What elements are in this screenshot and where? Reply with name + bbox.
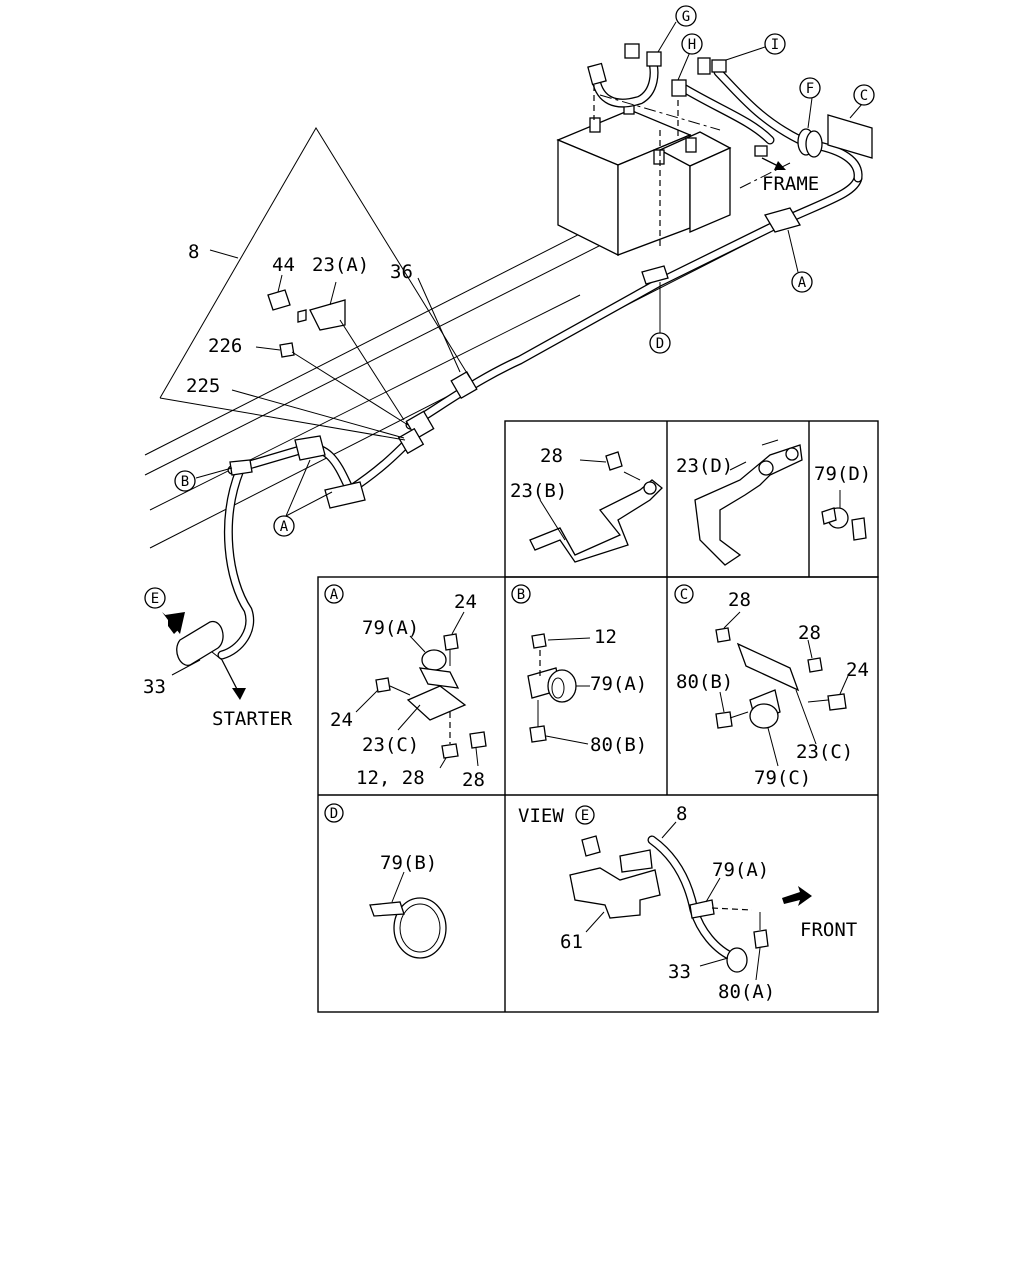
label-23b-part-23b: 23(B)	[510, 480, 567, 502]
label-79d: 79(D)	[814, 463, 871, 485]
svg-text:G: G	[682, 9, 690, 25]
label-b-part-12: 12	[594, 626, 617, 648]
cable-terminals	[587, 43, 873, 250]
bracket-23a	[267, 289, 346, 358]
label-23d: 23(D)	[676, 455, 733, 477]
callout-c: C	[853, 84, 875, 106]
label-e-part-8: 8	[676, 803, 687, 825]
label-e-part-79a: 79(A)	[712, 859, 769, 881]
label-part-8: 8	[188, 241, 199, 263]
label-part-23a: 23(A)	[312, 254, 369, 276]
label-b-part-79a: 79(A)	[590, 673, 647, 695]
leader-triangle-8	[159, 127, 471, 441]
panel-b: B 12 79(A) 80(B)	[511, 584, 647, 756]
svg-text:C: C	[860, 88, 868, 104]
callout-i: I	[764, 33, 786, 55]
callout-g: G	[675, 5, 697, 27]
label-d-part-79b: 79(B)	[380, 852, 437, 874]
label-e-part-80a: 80(A)	[718, 981, 775, 1003]
callout-b-main: B	[174, 470, 196, 492]
svg-text:D: D	[656, 336, 664, 352]
label-a-part-12-28: 12, 28	[356, 767, 425, 789]
label-a-part-24-left: 24	[330, 709, 353, 731]
panel-d-letter: D	[330, 806, 338, 822]
label-part-226: 226	[208, 335, 242, 357]
frame-clamps	[229, 207, 801, 509]
svg-text:E: E	[151, 591, 159, 607]
view-e-arrow	[162, 612, 185, 634]
label-starter: STARTER	[212, 708, 293, 730]
frame-arrow	[761, 157, 786, 170]
label-a-part-24-top: 24	[454, 591, 477, 613]
label-c-part-79c: 79(C)	[754, 767, 811, 789]
label-a-part-79a: 79(A)	[362, 617, 419, 639]
panel-23d: 23(D)	[676, 439, 803, 566]
label-b-part-80b: 80(B)	[590, 734, 647, 756]
label-part-44: 44	[272, 254, 295, 276]
label-part-225: 225	[186, 375, 220, 397]
callout-a-main: A	[273, 515, 295, 537]
callout-a-top: A	[791, 271, 813, 293]
label-part-33-main: 33	[143, 676, 166, 698]
svg-text:B: B	[181, 474, 189, 490]
callout-e-main: E	[144, 587, 166, 609]
label-c-part-28-top: 28	[728, 589, 751, 611]
callout-f: F	[799, 77, 821, 99]
svg-text:F: F	[806, 81, 814, 97]
label-part-36: 36	[390, 261, 413, 283]
panel-79d: 79(D)	[814, 463, 871, 541]
panel-d: D 79(B)	[324, 803, 447, 959]
panel-23b: 28 23(B)	[510, 445, 663, 563]
svg-text:I: I	[771, 37, 779, 53]
label-23b-part-28: 28	[540, 445, 563, 467]
label-view: VIEW	[518, 805, 564, 827]
label-c-part-23c: 23(C)	[796, 741, 853, 763]
harness-connectors	[397, 370, 478, 455]
panel-c: C 28 28 80(B) 24 23(C) 79(C)	[674, 584, 869, 789]
label-c-part-80b: 80(B)	[676, 671, 733, 693]
panel-view-e: VIEW E 8 79(A) FRONT 61 33 80(A)	[518, 803, 857, 1003]
battery-pair	[556, 99, 732, 257]
svg-text:H: H	[688, 37, 696, 53]
leader-lines	[171, 21, 863, 676]
svg-text:A: A	[280, 519, 289, 535]
panel-c-letter: C	[680, 587, 688, 603]
label-e-part-61: 61	[560, 931, 583, 953]
panel-e-letter: E	[581, 808, 589, 824]
detail-panel-grid	[317, 420, 879, 1013]
label-e-part-33: 33	[668, 961, 691, 983]
label-frame: FRAME	[762, 173, 819, 195]
panel-a-letter: A	[330, 587, 339, 603]
callout-d-top: D	[649, 332, 671, 354]
callout-h: H	[681, 33, 703, 55]
label-c-part-24: 24	[846, 659, 869, 681]
label-c-part-28-right: 28	[798, 622, 821, 644]
label-a-part-28: 28	[462, 769, 485, 791]
svg-text:A: A	[798, 275, 807, 291]
label-a-part-23c: 23(C)	[362, 734, 419, 756]
starter-terminal-33	[176, 620, 246, 700]
label-e-front: FRONT	[800, 919, 857, 941]
panel-b-letter: B	[517, 587, 525, 603]
panel-a: A 24 79(A) 24 23(C) 12, 28 28	[324, 584, 487, 791]
